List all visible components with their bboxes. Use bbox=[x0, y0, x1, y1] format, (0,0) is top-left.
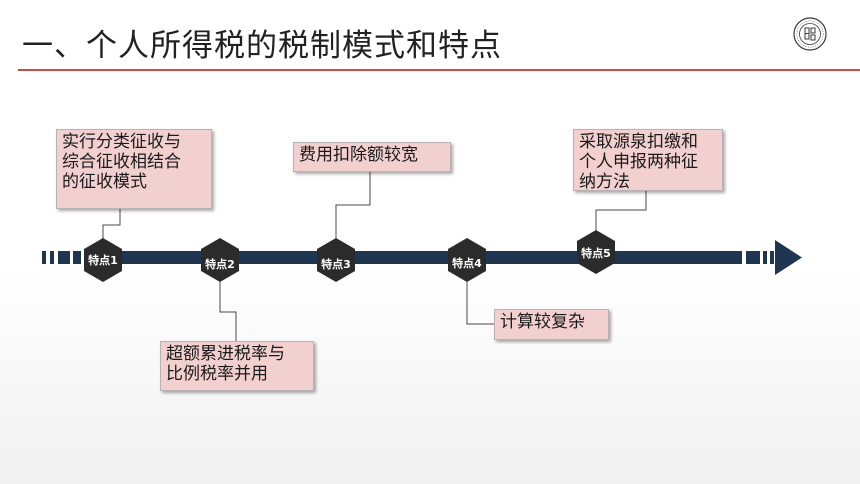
node-5: 特点5 bbox=[577, 230, 615, 274]
node-2: 特点2 bbox=[201, 238, 239, 282]
feature-box-2: 超额累进税率与 比例税率并用 bbox=[160, 341, 314, 391]
node-4: 特点4 bbox=[448, 238, 486, 282]
university-seal-icon bbox=[793, 17, 827, 51]
connector-5 bbox=[595, 191, 647, 230]
node-1: 特点1 bbox=[84, 238, 122, 282]
node-4-label: 特点4 bbox=[452, 256, 482, 270]
feature-box-3: 费用扣除额较宽 bbox=[293, 142, 451, 172]
connector-2 bbox=[219, 282, 237, 341]
connector-4 bbox=[466, 282, 494, 325]
node-5-label: 特点5 bbox=[581, 246, 611, 260]
connectors bbox=[102, 172, 647, 341]
title-divider bbox=[18, 69, 860, 71]
connector-3 bbox=[335, 172, 371, 238]
feature-box-4: 计算较复杂 bbox=[494, 309, 609, 340]
node-3-label: 特点3 bbox=[321, 257, 351, 271]
connector-1 bbox=[102, 209, 121, 239]
node-3: 特点3 bbox=[317, 238, 355, 282]
node-1-label: 特点1 bbox=[88, 253, 118, 267]
timeline-arrow bbox=[42, 240, 802, 275]
node-2-label: 特点2 bbox=[205, 257, 235, 271]
feature-box-1: 实行分类征收与 综合征收相结合 的征收模式 bbox=[56, 129, 212, 209]
feature-box-5: 采取源泉扣缴和 个人申报两种征 纳方法 bbox=[573, 129, 723, 192]
page-title: 一、个人所得税的税制模式和特点 bbox=[22, 28, 502, 64]
